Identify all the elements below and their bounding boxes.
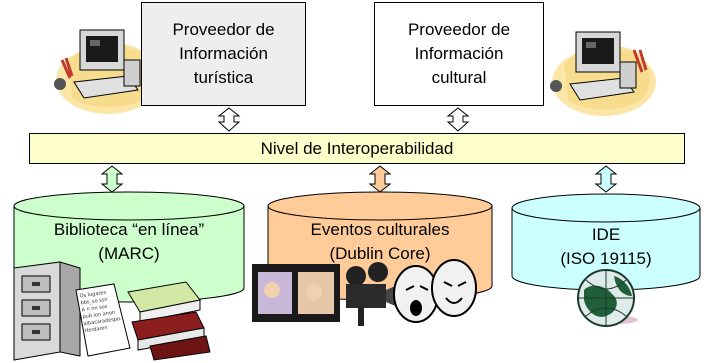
repo-line: (MARC): [98, 244, 160, 263]
catalog-card-text: Os lugares bbs_so ssn A n nn sox pub.ion…: [79, 287, 132, 335]
arrow-library: [100, 165, 124, 193]
computer-icon: [54, 29, 160, 114]
arrow-events: [368, 165, 392, 193]
ide-label: IDE (ISO 19115): [512, 223, 700, 271]
provider-culture-box: Proveedor de Información cultural: [374, 2, 544, 106]
interop-label: Nivel de Interoperabilidad: [260, 138, 454, 158]
repo-line: (Dublin Core): [329, 244, 431, 263]
repo-line: IDE: [591, 225, 621, 244]
arrow-provider1: [217, 107, 241, 132]
repo-line: Biblioteca “en línea”: [53, 220, 205, 239]
globe-icon: [577, 269, 638, 327]
provider-line: Proveedor de: [172, 20, 275, 39]
arrow-provider2: [446, 107, 470, 132]
catalog-card-icon: [75, 283, 131, 357]
books-icon: [127, 281, 211, 361]
library-label: Biblioteca “en línea” (MARC): [14, 218, 244, 266]
provider-tourism-box: Proveedor de Información turística: [141, 2, 306, 106]
film-strip-icon: [252, 264, 340, 322]
repo-line: Eventos culturales: [310, 220, 450, 239]
provider-line: Información: [179, 44, 268, 63]
theater-masks-icon: [393, 259, 477, 323]
computer-icon: [550, 31, 656, 116]
provider-line: cultural: [431, 68, 487, 87]
provider-line: Proveedor de: [407, 20, 511, 39]
file-cabinet-icon: [13, 261, 81, 361]
provider-line: Información: [414, 44, 504, 63]
provider-line: turística: [193, 68, 254, 87]
interoperability-level-bar: Nivel de Interoperabilidad: [29, 133, 685, 164]
events-label: Eventos culturales (Dublin Core): [268, 218, 492, 266]
repo-line: (ISO 19115): [560, 249, 652, 268]
arrow-ide: [594, 165, 618, 193]
